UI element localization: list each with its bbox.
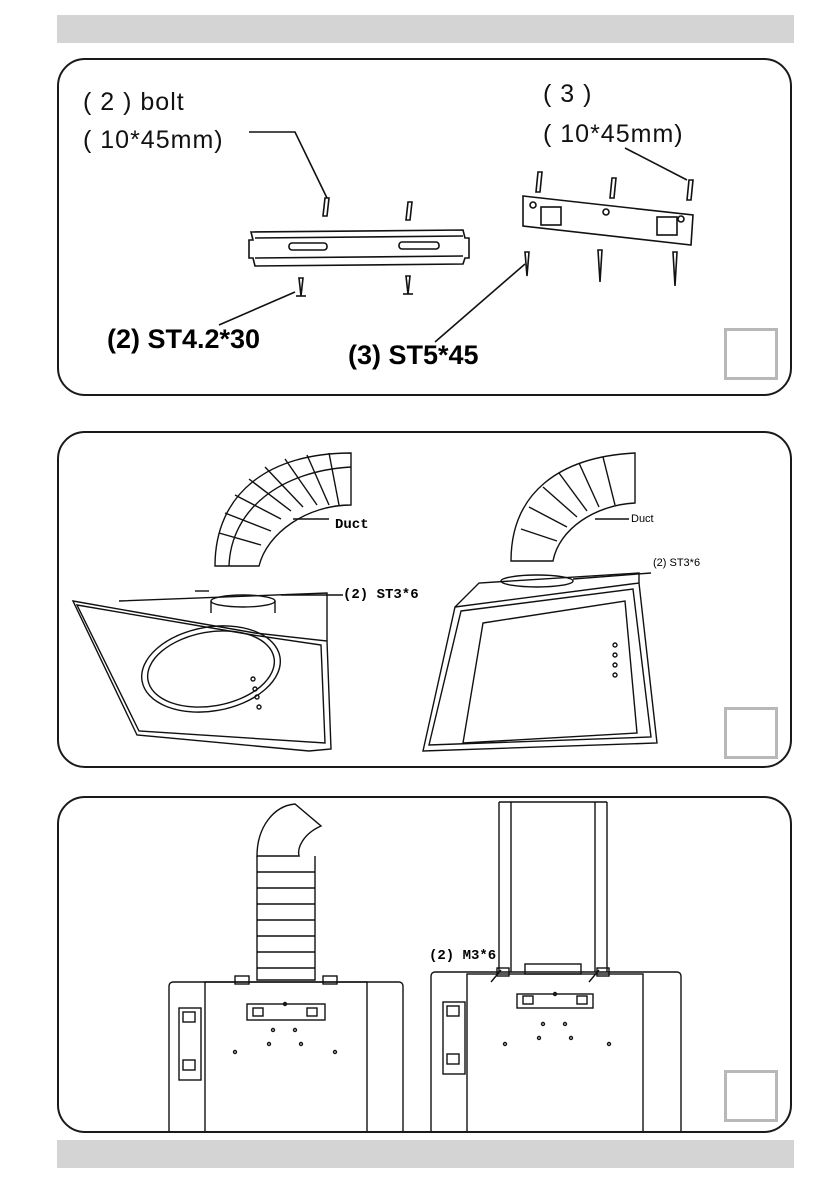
duct-illustration [71, 452, 658, 752]
step-panel-chimney: (2) M3*6 [57, 796, 792, 1133]
chimney-illustration [168, 801, 682, 1131]
bolt-label-line2: ( 10*45mm) [83, 126, 224, 154]
brackets-illustration [218, 131, 694, 343]
bolt-label-line1: ( 2 ) bolt [83, 88, 185, 116]
step-number-box [724, 707, 778, 759]
screw-label-st3-right: (2) ST3*6 [653, 557, 701, 569]
screw-label-st3-left: (2) ST3*6 [343, 587, 419, 603]
step-panel-duct: Duct Duct (2) ST3*6 (2) ST3*6 [57, 431, 792, 768]
step-number-box [724, 328, 778, 380]
header-bar [57, 15, 794, 43]
duct-label-right: Duct [631, 513, 654, 525]
screw-label-st5: (3) ST5*45 [348, 340, 479, 370]
kit-label-line1: ( 3 ) [543, 80, 593, 108]
screw-label-m3: (2) M3*6 [429, 948, 497, 964]
step-panel-brackets: ( 2 ) bolt ( 10*45mm) ( 3 ) ( 10*45mm) (… [57, 58, 792, 396]
step-number-box [724, 1070, 778, 1122]
kit-label-line2: ( 10*45mm) [543, 120, 684, 148]
screw-label-st4-2: (2) ST4.2*30 [107, 324, 261, 354]
footer-bar [57, 1140, 794, 1168]
duct-label-left: Duct [335, 517, 369, 533]
